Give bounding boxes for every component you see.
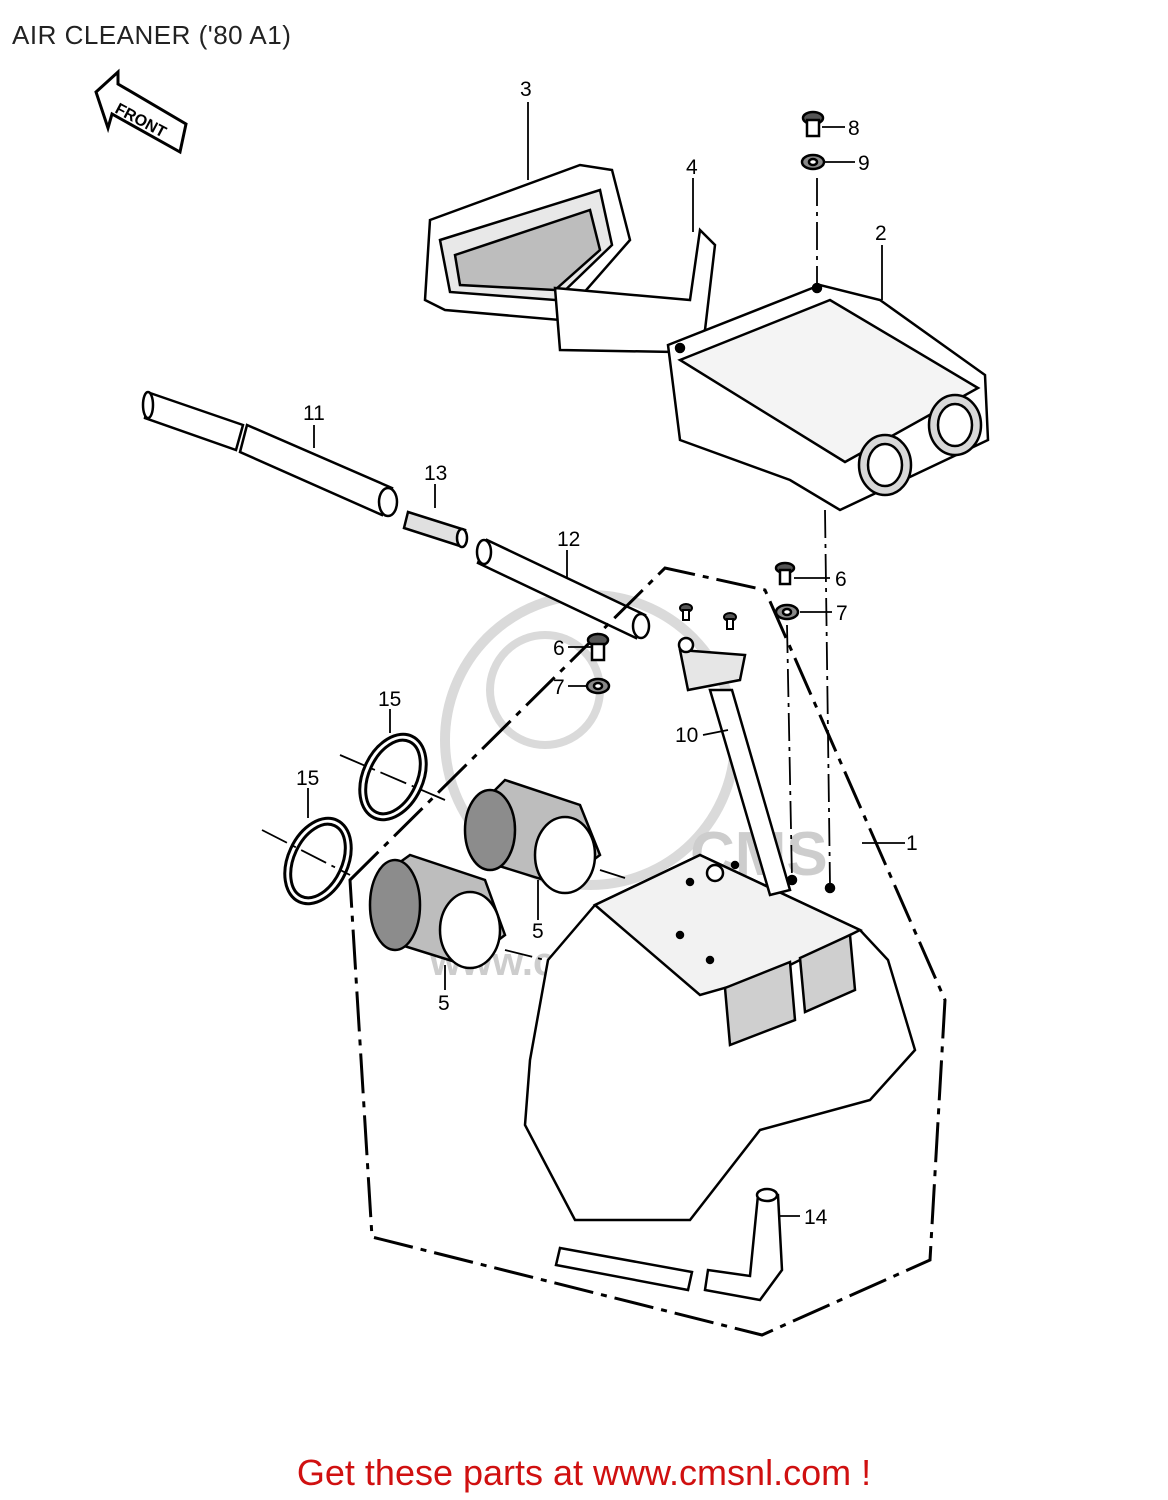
part-7-washer-left (585, 677, 611, 695)
callout-13: 13 (424, 462, 447, 485)
part-1-case (523, 853, 917, 1222)
part-9-washer (800, 153, 826, 171)
page-title: AIR CLEANER ('80 A1) (12, 20, 292, 50)
part-6-screw-left (586, 632, 610, 662)
callout-11: 11 (303, 402, 325, 425)
part-4-bracket (553, 227, 717, 354)
footer-cta-link[interactable]: Get these parts at www.cmsnl.com ! (296, 1452, 872, 1493)
part-15-ring-lower (283, 816, 353, 906)
part-6-screw-upper (774, 561, 796, 586)
callout-1: 1 (906, 832, 918, 855)
part-5-boot-lower (368, 853, 507, 970)
callout-7-upper: 7 (836, 602, 848, 625)
part-2-cover (666, 282, 990, 512)
callout-labels: 3 4 2 8 9 11 13 12 6 7 6 7 10 1 15 15 5 … (296, 78, 918, 1229)
callout-3: 3 (520, 78, 532, 101)
callout-15-upper: 15 (378, 688, 401, 711)
part-1-outline (348, 566, 947, 1337)
callout-5-upper: 5 (532, 920, 544, 943)
callout-10: 10 (675, 724, 698, 747)
callout-12: 12 (557, 528, 580, 551)
part-11-hose (141, 390, 399, 518)
callout-8: 8 (848, 117, 860, 140)
callout-4: 4 (686, 156, 698, 179)
callout-2: 2 (875, 222, 887, 245)
part-7-washer-upper (774, 603, 800, 621)
part-8-screw (801, 110, 825, 138)
callout-15-lower: 15 (296, 767, 319, 790)
callout-9: 9 (858, 152, 870, 175)
callout-7-left: 7 (553, 676, 565, 699)
part-5-boot-upper (463, 778, 602, 895)
part-14-drain-hose (554, 1187, 784, 1302)
callout-14: 14 (804, 1206, 828, 1229)
callout-6-left: 6 (553, 637, 565, 660)
part-12-hose (475, 538, 651, 640)
callout-5-lower: 5 (438, 992, 450, 1015)
alignment-lines (261, 178, 831, 961)
leader-lines (307, 102, 905, 1217)
front-arrow-icon: FRONT (94, 68, 188, 155)
part-13-fitting (402, 510, 469, 549)
callout-6-upper: 6 (835, 568, 847, 591)
part-3-filter-element (423, 163, 632, 322)
part-10-breather (677, 636, 792, 897)
small-screws (679, 603, 737, 630)
